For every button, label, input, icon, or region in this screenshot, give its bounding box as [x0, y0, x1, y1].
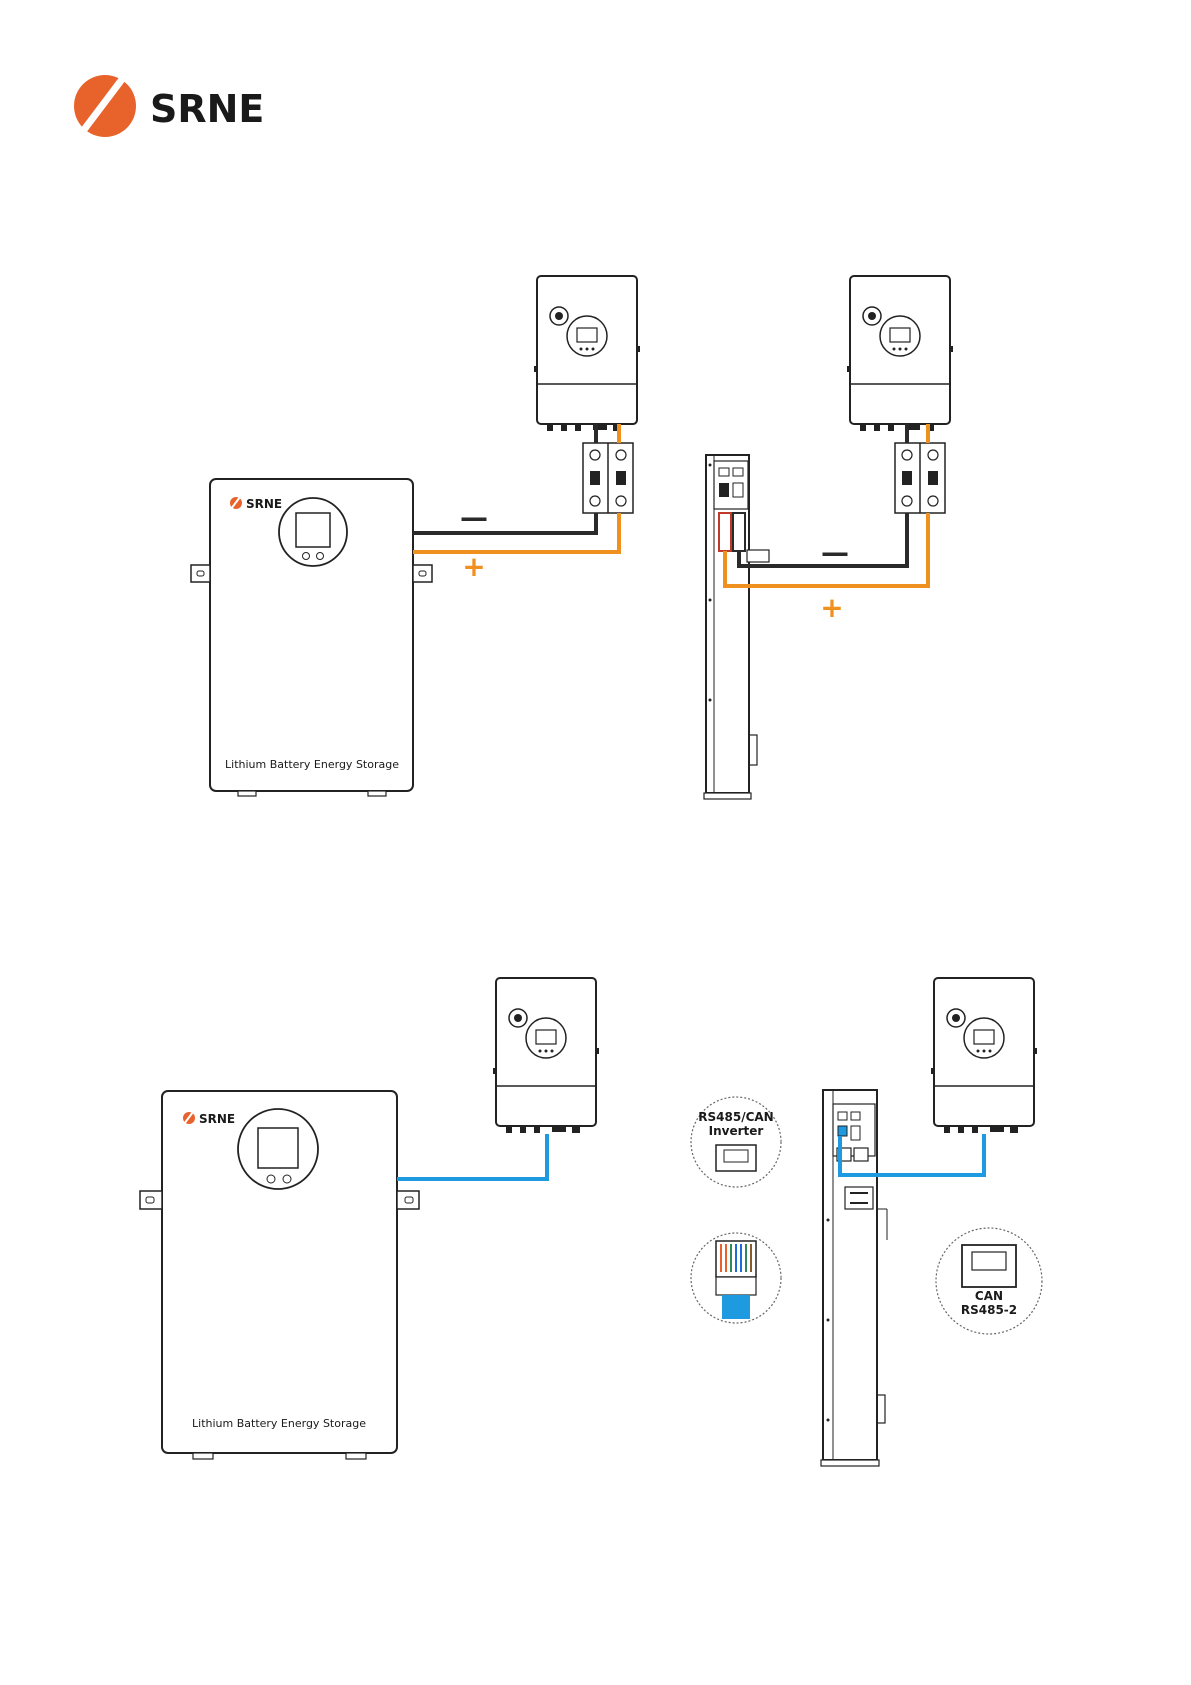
positive-sign: +	[462, 550, 485, 583]
inverter-unit-3	[493, 978, 599, 1133]
battery-port-callout: CAN RS485-2	[936, 1228, 1042, 1334]
wall-battery-unit: SRNE Lithium Battery Energy Storage	[191, 479, 432, 796]
battery-display-screen	[296, 513, 330, 547]
inverter-logo-icon	[555, 312, 563, 320]
rj45-port-icon	[716, 1145, 756, 1171]
positive-sign: +	[820, 591, 843, 624]
rj45-port-icon	[962, 1245, 1016, 1287]
svg-text:SRNE: SRNE	[199, 1112, 235, 1126]
negative-cable	[413, 513, 596, 533]
positive-terminal-connector	[719, 513, 731, 551]
negative-terminal-connector	[733, 513, 745, 551]
rj45-plug-callout	[691, 1233, 781, 1323]
srne-logo: SRNE	[74, 74, 264, 137]
callout-port-device: Inverter	[709, 1124, 764, 1138]
inverter-unit-1	[534, 276, 640, 431]
battery-product-label: Lithium Battery Energy Storage	[225, 758, 399, 771]
breaker-pair-2	[895, 443, 945, 513]
wall-battery-unit: SRNE Lithium Battery Energy Storage	[140, 1091, 419, 1459]
communication-cable	[397, 1134, 547, 1179]
power-wiring-diagram: SRNE Lithium Battery Energy Storage — +	[191, 276, 953, 799]
tower-comm-port	[854, 1148, 868, 1161]
battery-display-screen	[258, 1128, 298, 1168]
inverter-logo-icon	[514, 1014, 522, 1022]
inverter-logo-icon	[868, 312, 876, 320]
inverter-unit-2	[847, 276, 953, 431]
breaker-pair-1	[583, 443, 633, 513]
battery-product-label: Lithium Battery Energy Storage	[192, 1417, 366, 1430]
inverter-unit-4	[931, 978, 1037, 1133]
tower-battery-side-view	[821, 1090, 887, 1466]
negative-sign: —	[460, 501, 488, 534]
logo-wordmark: SRNE	[150, 87, 264, 131]
negative-sign: —	[821, 536, 849, 569]
callout-port-name: CAN	[975, 1289, 1003, 1303]
srne-logo-icon	[74, 74, 136, 137]
callout-port-name: RS485/CAN	[698, 1110, 773, 1124]
tower-battery-side-view	[704, 455, 769, 799]
svg-text:SRNE: SRNE	[246, 497, 282, 511]
communication-wiring-diagram: SRNE Lithium Battery Energy Storage RS48…	[140, 978, 1042, 1466]
inverter-logo-icon	[952, 1014, 960, 1022]
callout-port-name-2: RS485-2	[961, 1303, 1017, 1317]
inverter-port-callout: RS485/CAN Inverter	[691, 1097, 781, 1187]
